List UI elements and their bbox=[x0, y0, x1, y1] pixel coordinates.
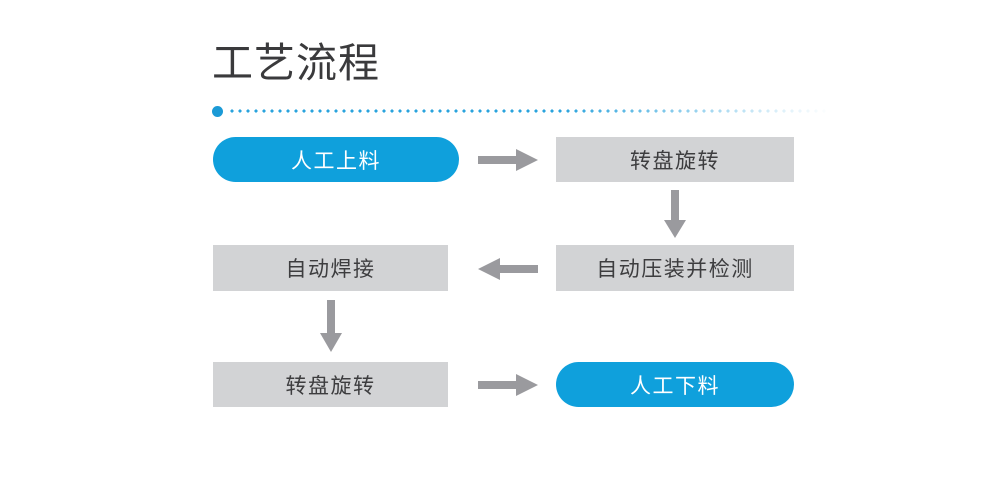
flow-node-label: 人工下料 bbox=[630, 374, 720, 398]
flow-node-press-fit-and-test[interactable]: 自动压装并检测 bbox=[556, 245, 794, 291]
flow-node-label: 自动焊接 bbox=[285, 258, 376, 281]
dotted-divider bbox=[212, 104, 832, 118]
divider-lead-dot bbox=[212, 106, 223, 117]
flow-node-label: 转盘旋转 bbox=[285, 374, 376, 398]
flow-node-auto-weld[interactable]: 自动焊接 bbox=[213, 245, 448, 291]
arrow-left-icon bbox=[478, 256, 538, 282]
flow-node-turntable-rotation-2[interactable]: 转盘旋转 bbox=[213, 362, 448, 407]
flow-node-label: 人工上料 bbox=[291, 149, 381, 173]
arrow-down-icon bbox=[662, 190, 688, 238]
flow-node-manual-unload[interactable]: 人工下料 bbox=[556, 362, 794, 407]
flow-node-label: 转盘旋转 bbox=[630, 149, 720, 173]
arrow-down-icon bbox=[318, 300, 344, 352]
flow-node-turntable-rotation-1[interactable]: 转盘旋转 bbox=[556, 137, 794, 182]
divider-dots bbox=[228, 109, 832, 113]
arrow-right-icon bbox=[478, 147, 538, 173]
flow-node-label: 自动压装并检测 bbox=[596, 258, 754, 281]
flow-node-manual-load[interactable]: 人工上料 bbox=[213, 137, 459, 182]
page-title: 工艺流程 bbox=[212, 40, 380, 86]
arrow-right-icon bbox=[478, 372, 538, 398]
